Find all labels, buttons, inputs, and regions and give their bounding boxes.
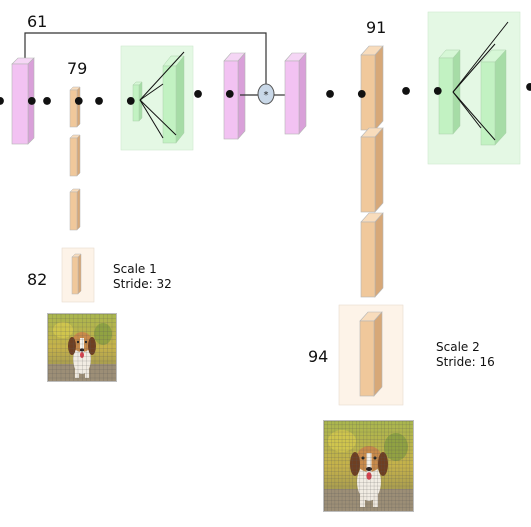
layer-91-block xyxy=(360,45,384,131)
dog-image-scale1 xyxy=(47,313,117,382)
layer-80-block xyxy=(69,134,81,177)
layer-93-block xyxy=(360,212,384,298)
dog-picture-2 xyxy=(324,421,413,511)
ellipsis-dots-3: • • xyxy=(92,90,143,115)
concat-node xyxy=(257,83,275,105)
upsample-lines-2 xyxy=(452,21,509,141)
dog-picture-1 xyxy=(48,314,116,381)
skip-connection-line xyxy=(24,32,267,86)
scale2-scale-text: Scale 2 xyxy=(436,340,480,354)
label-layer-79: 79 xyxy=(67,59,88,78)
upsample-large-block-1 xyxy=(162,55,185,144)
label-layer-82: 82 xyxy=(27,270,48,289)
layer-61-block xyxy=(11,57,35,145)
layer-82-block xyxy=(71,253,82,295)
upsample-small-block-1 xyxy=(132,81,143,122)
scale2-stride-text: Stride: 16 xyxy=(436,355,495,369)
scale1-label: Scale 1 Stride: 32 xyxy=(113,262,172,292)
layer-94-block xyxy=(359,311,383,397)
label-layer-91: 91 xyxy=(366,18,387,37)
upsample-small-block-2 xyxy=(438,49,461,135)
label-layer-61: 61 xyxy=(27,12,48,31)
dog-image-scale2 xyxy=(323,420,414,512)
pink-layer-after-concat xyxy=(284,52,307,135)
upsample-large-block-2 xyxy=(480,49,507,146)
ellipsis-dots-7: • xyxy=(523,78,531,100)
ellipsis-dots-6: • • xyxy=(399,80,450,105)
ellipsis-dots-5: • • xyxy=(323,83,374,108)
scale1-scale-text: Scale 1 xyxy=(113,262,157,276)
ellipsis-dots-1: • • xyxy=(0,90,44,115)
scale1-stride-text: Stride: 32 xyxy=(113,277,172,291)
ellipsis-dots-4: • • xyxy=(191,83,242,108)
layer-81-block xyxy=(69,188,81,231)
ellipsis-dots-2: • • xyxy=(40,90,91,115)
upsample-lines-1 xyxy=(139,51,185,139)
label-layer-94: 94 xyxy=(308,347,329,366)
concat-symbol: * xyxy=(264,90,269,101)
layer-79-block xyxy=(69,86,81,128)
pink-layer-before-concat xyxy=(223,52,246,140)
scale2-label: Scale 2 Stride: 16 xyxy=(436,340,495,370)
layer-92-block xyxy=(360,127,384,213)
